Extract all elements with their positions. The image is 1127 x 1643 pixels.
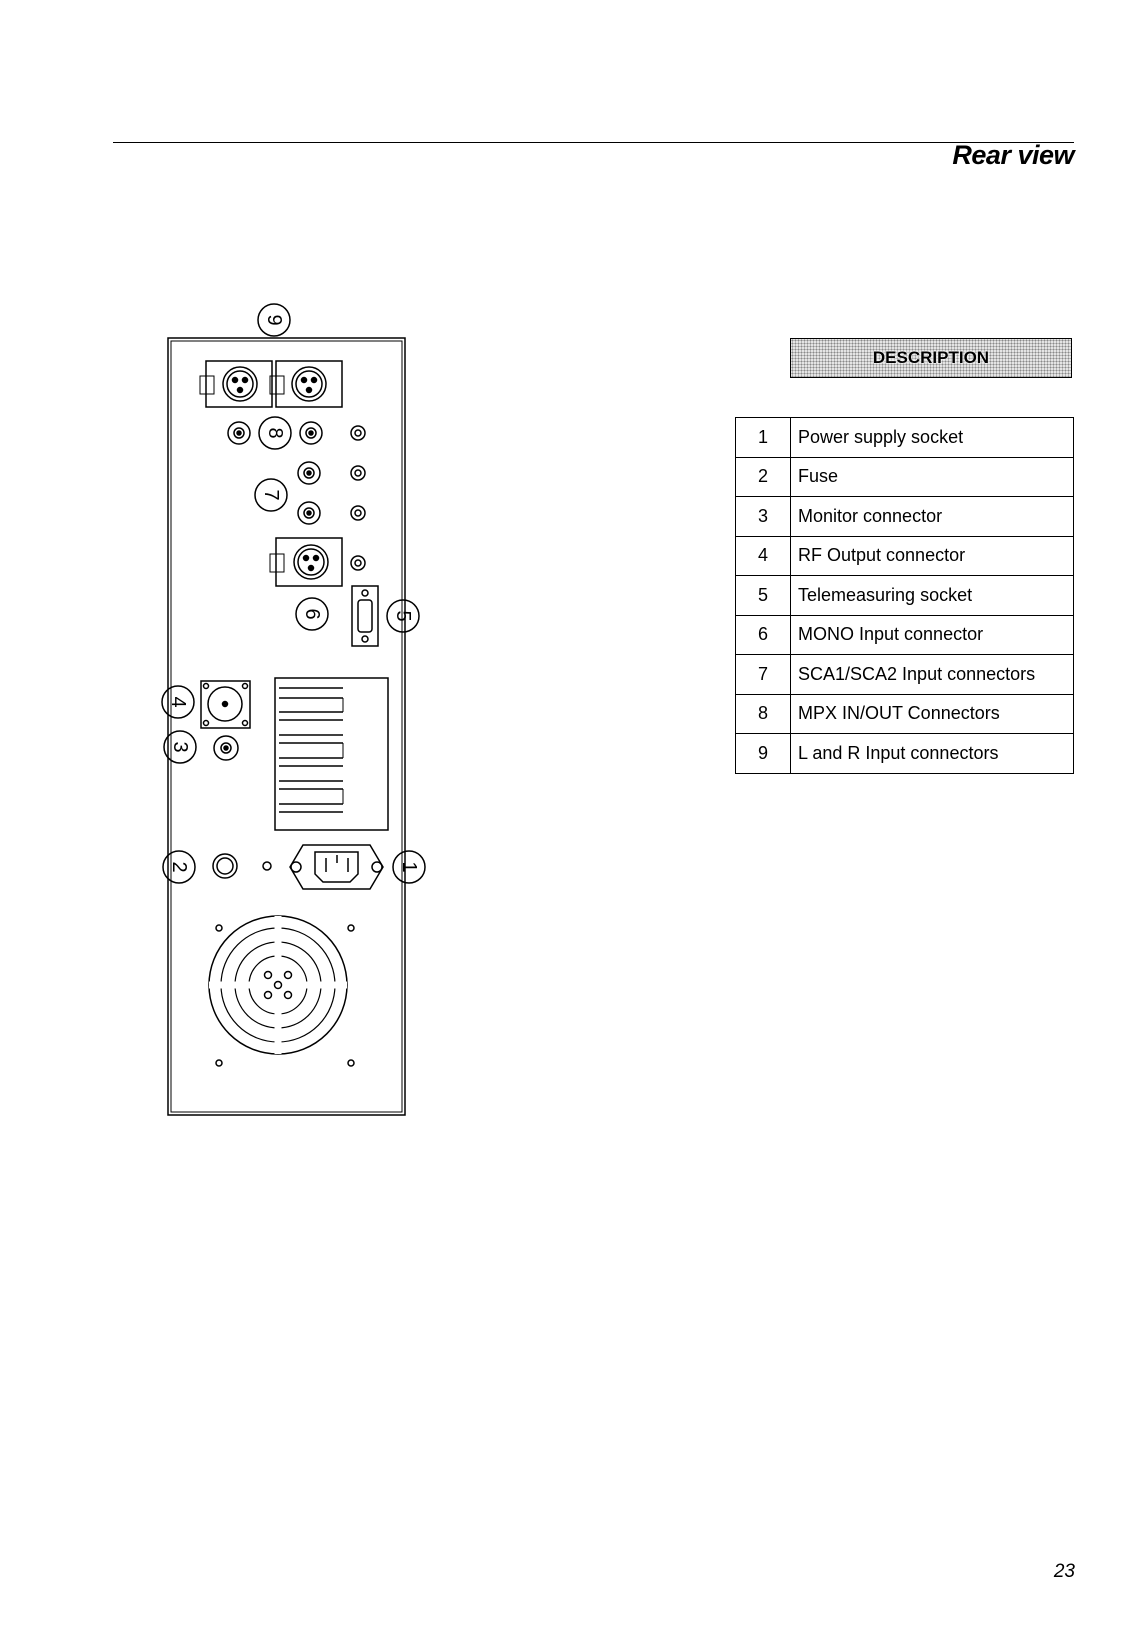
cooling-fan-icon [209, 916, 354, 1066]
row-number: 7 [736, 655, 791, 695]
fuse-holder-icon [213, 854, 271, 878]
callout-label-2: 2 [168, 861, 190, 872]
row-number: 3 [736, 497, 791, 537]
xlr-left-input-icon [200, 361, 272, 407]
row-label: MPX IN/OUT Connectors [791, 694, 1074, 734]
row-number: 9 [736, 734, 791, 774]
callout-label-5: 5 [392, 610, 414, 621]
row-number: 1 [736, 418, 791, 458]
row-label: L and R Input connectors [791, 734, 1074, 774]
row-label: SCA1/SCA2 Input connectors [791, 655, 1074, 695]
row-label: RF Output connector [791, 536, 1074, 576]
page-number: 23 [1054, 1561, 1075, 1583]
table-row: 7 SCA1/SCA2 Input connectors [736, 655, 1074, 695]
callout-label-6: 6 [301, 608, 323, 619]
callout-label-4: 4 [167, 696, 189, 707]
table-row: 4 RF Output connector [736, 536, 1074, 576]
sca-bnc-connector-icon [298, 462, 365, 524]
row-label: Fuse [791, 457, 1074, 497]
table-row: 6 MONO Input connector [736, 615, 1074, 655]
monitor-bnc-connector-icon [214, 736, 238, 760]
table-row: 8 MPX IN/OUT Connectors [736, 694, 1074, 734]
xlr-right-input-icon [270, 361, 342, 407]
callout-label-3: 3 [169, 741, 191, 752]
table-row: 2 Fuse [736, 457, 1074, 497]
description-table: 1 Power supply socket 2 Fuse 3 Monitor c… [735, 417, 1074, 774]
callout-label-1: 1 [398, 861, 420, 872]
row-number: 2 [736, 457, 791, 497]
mono-xlr-input-icon [270, 538, 365, 586]
description-heading: DESCRIPTION [790, 338, 1072, 378]
table-row: 9 L and R Input connectors [736, 734, 1074, 774]
callout-label-8: 8 [264, 427, 286, 438]
table-row: 5 Telemeasuring socket [736, 576, 1074, 616]
table-row: 3 Monitor connector [736, 497, 1074, 537]
rf-output-connector-icon [201, 681, 250, 728]
row-label: Telemeasuring socket [791, 576, 1074, 616]
mpx-bnc-connector-icon [228, 422, 365, 444]
power-socket-icon [290, 845, 383, 889]
page-title: Rear view [952, 140, 1074, 171]
row-label: Power supply socket [791, 418, 1074, 458]
row-label: Monitor connector [791, 497, 1074, 537]
row-label: MONO Input connector [791, 615, 1074, 655]
header-rule [113, 142, 1074, 143]
callout-label-9: 9 [263, 314, 285, 325]
heatsink-icon [275, 678, 388, 830]
row-number: 5 [736, 576, 791, 616]
row-number: 8 [736, 694, 791, 734]
row-number: 6 [736, 615, 791, 655]
table-row: 1 Power supply socket [736, 418, 1074, 458]
callout-label-7: 7 [260, 489, 282, 500]
rear-panel-diagram: 9 8 7 6 5 4 3 2 1 [150, 290, 440, 1130]
row-number: 4 [736, 536, 791, 576]
telemeasuring-socket-icon [352, 586, 378, 646]
